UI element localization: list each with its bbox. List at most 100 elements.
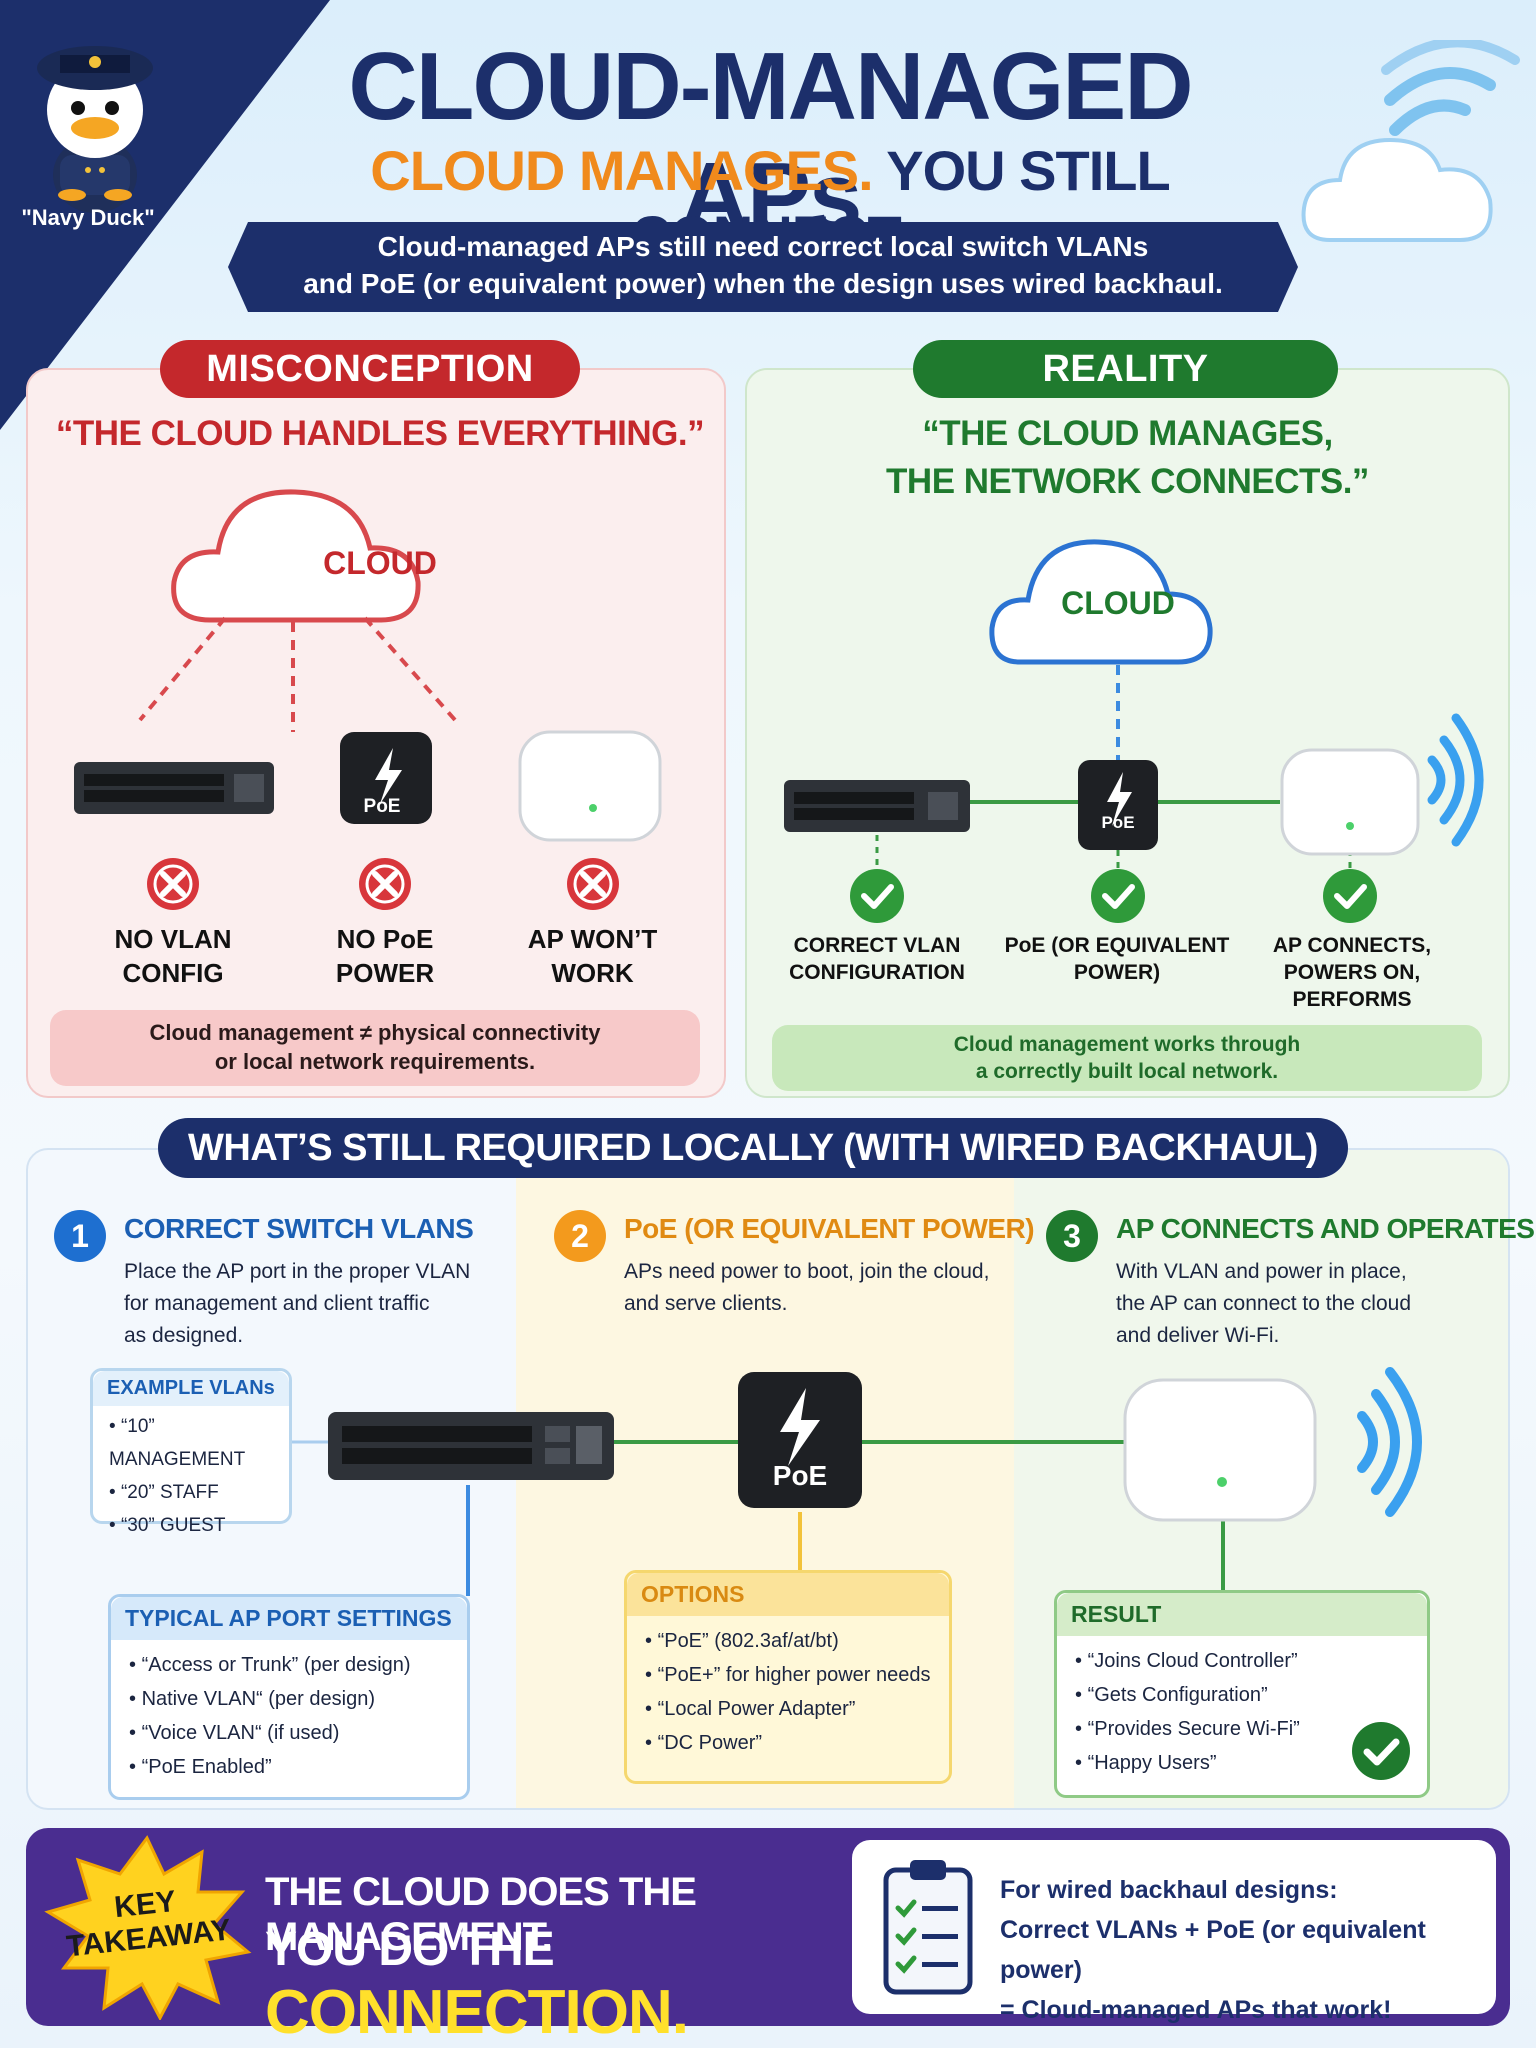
example-vlans-title: EXAMPLE VLANs xyxy=(93,1371,289,1406)
takeaway-card-text: For wired backhaul designs: Correct VLAN… xyxy=(1000,1870,1490,2030)
poe-injector-icon xyxy=(738,1372,862,1508)
misconception-poe-label: PoE xyxy=(363,796,401,817)
item-line: POWER) xyxy=(1073,961,1161,984)
fail-x-icon xyxy=(147,858,199,910)
misconception-quote: “THE CLOUD HANDLES EVERYTHING.” xyxy=(55,414,705,453)
fail-x-icon xyxy=(567,858,619,910)
reality-quote: “THE CLOUD MANAGES, THE NETWORK CONNECTS… xyxy=(760,410,1495,506)
check-icon xyxy=(1091,869,1145,923)
item-line: CONFIG xyxy=(122,958,224,988)
item-line: PoE (OR EQUIVALENT xyxy=(1004,934,1230,957)
card-line: = Cloud-managed APs that work! xyxy=(1000,1996,1392,2024)
note-line: or local network requirements. xyxy=(214,1049,536,1074)
step-2-title: PoE (OR EQUIVALENT POWER) xyxy=(624,1213,1035,1244)
desc-line: With VLAN and power in place, xyxy=(1116,1260,1407,1283)
item-line: NO PoE xyxy=(336,924,434,954)
power-options-box: OPTIONS “PoE” (802.3af/at/bt) “PoE+” for… xyxy=(624,1570,952,1784)
mascot-label: "Navy Duck" xyxy=(21,205,155,230)
card-line: Correct VLANs + PoE (or equivalent power… xyxy=(1000,1916,1426,1984)
note-line: Cloud management ≠ physical connectivity xyxy=(149,1020,601,1045)
starburst-badge-icon xyxy=(44,1835,252,2020)
step-1-description: Place the AP port in the proper VLAN for… xyxy=(124,1256,504,1352)
port-settings-title: TYPICAL AP PORT SETTINGS xyxy=(111,1597,467,1640)
port-setting-item: “PoE Enabled” xyxy=(129,1750,449,1784)
item-line: CONFIGURATION xyxy=(789,961,965,984)
step-number-2: 2 xyxy=(554,1210,606,1262)
access-point-icon xyxy=(1280,748,1420,856)
step-1-title: CORRECT SWITCH VLANS xyxy=(124,1213,474,1244)
port-setting-item: “Voice VLAN“ (if used) xyxy=(129,1716,449,1750)
power-option-item: “PoE” (802.3af/at/bt) xyxy=(645,1624,931,1658)
reality-pill: REALITY xyxy=(913,340,1338,398)
requirements-title: WHAT’S STILL REQUIRED LOCALLY (WITH WIRE… xyxy=(158,1118,1348,1178)
power-options-title: OPTIONS xyxy=(627,1573,949,1616)
takeaway-line-2b: CONNECTION. xyxy=(265,1978,689,2047)
reality-cloud-label: CLOUD xyxy=(1061,585,1175,621)
desc-line: and deliver Wi-Fi. xyxy=(1116,1324,1280,1347)
reality-item-vlan: CORRECT VLAN CONFIGURATION xyxy=(782,932,972,986)
check-icon xyxy=(1323,869,1377,923)
takeaway-line-1: THE CLOUD DOES THE MANAGEMENT. xyxy=(265,1870,697,1959)
desc-line: as designed. xyxy=(124,1324,244,1347)
item-line: CORRECT VLAN xyxy=(793,934,961,957)
result-title: RESULT xyxy=(1057,1593,1427,1636)
intro-banner xyxy=(228,222,1298,312)
poe-injector-icon xyxy=(1078,760,1158,850)
poe-injector-icon xyxy=(340,732,432,824)
note-line: Cloud management works through xyxy=(953,1033,1301,1056)
power-option-item: “PoE+” for higher power needs xyxy=(645,1658,931,1692)
misconception-item-ap: AP WON’T WORK xyxy=(505,922,680,990)
power-option-item: “Local Power Adapter” xyxy=(645,1692,931,1726)
step-number-3: 3 xyxy=(1046,1210,1098,1262)
port-setting-item: Native VLAN“ (per design) xyxy=(129,1682,449,1716)
misconception-cloud-label: CLOUD xyxy=(323,545,437,581)
step-number-1: 1 xyxy=(54,1210,106,1262)
step-3-description: With VLAN and power in place, the AP can… xyxy=(1116,1256,1496,1352)
example-vlans-box: EXAMPLE VLANs “10” MANAGEMENT “20” STAFF… xyxy=(90,1368,292,1536)
quote-line: THE NETWORK CONNECTS.” xyxy=(886,462,1369,501)
desc-line: Place the AP port in the proper VLAN xyxy=(124,1260,471,1283)
reality-item-poe: PoE (OR EQUIVALENT POWER) xyxy=(1004,932,1230,986)
checklist-clipboard-icon xyxy=(883,1860,973,1995)
banner-line-1: Cloud-managed APs still need correct loc… xyxy=(377,231,1149,262)
access-point-icon xyxy=(518,730,662,842)
intro-banner-text: Cloud-managed APs still need correct loc… xyxy=(268,228,1258,302)
vlan-item: “20” STAFF xyxy=(109,1476,273,1509)
switch-icon xyxy=(74,762,274,814)
reality-item-ap: AP CONNECTS, POWERS ON, PERFORMS xyxy=(1262,932,1442,1013)
cloud-wifi-icon xyxy=(1301,40,1520,242)
requirements-diagram xyxy=(290,1367,1422,1596)
step-2-description: APs need power to boot, join the cloud, … xyxy=(624,1256,1004,1320)
takeaway-line-2: YOU DO THE CONNECTION. xyxy=(265,1922,865,2048)
check-icon xyxy=(850,869,904,923)
desc-line: the AP can connect to the cloud xyxy=(1116,1292,1411,1315)
misconception-item-poe: NO PoE POWER xyxy=(300,922,470,990)
banner-line-2: and PoE (or equivalent power) when the d… xyxy=(303,268,1223,299)
step-3-title: AP CONNECTS AND OPERATES xyxy=(1116,1213,1535,1244)
item-line: AP WON’T xyxy=(527,924,658,954)
cloud-icon xyxy=(989,539,1213,665)
item-line: PERFORMS xyxy=(1292,988,1412,1011)
misconception-diagram xyxy=(74,489,662,910)
misconception-item-vlan: NO VLAN CONFIG xyxy=(88,922,258,990)
reality-note: Cloud management works through a correct… xyxy=(772,1025,1482,1091)
reality-panel xyxy=(745,368,1510,1098)
power-option-item: “DC Power” xyxy=(645,1726,931,1760)
quote-line: “THE CLOUD MANAGES, xyxy=(922,414,1333,453)
desc-line: and serve clients. xyxy=(624,1292,788,1315)
takeaway-line-2a: YOU DO THE xyxy=(265,1923,555,1976)
wifi-signal-icon xyxy=(1357,1367,1422,1517)
port-setting-item: “Access or Trunk” (per design) xyxy=(129,1648,449,1682)
reality-diagram xyxy=(784,539,1484,923)
wifi-signal-icon xyxy=(1427,713,1484,847)
switch-icon xyxy=(328,1412,614,1480)
access-point-icon xyxy=(1123,1378,1317,1522)
item-line: NO VLAN xyxy=(114,924,232,954)
switch-icon xyxy=(784,780,970,832)
fail-x-icon xyxy=(359,858,411,910)
desc-line: for management and client traffic xyxy=(124,1292,430,1315)
result-item: “Happy Users” xyxy=(1075,1746,1409,1780)
vlan-item: “10” MANAGEMENT xyxy=(109,1410,273,1476)
item-line: WORK xyxy=(551,958,634,988)
vlan-item: “30” GUEST xyxy=(109,1509,273,1542)
